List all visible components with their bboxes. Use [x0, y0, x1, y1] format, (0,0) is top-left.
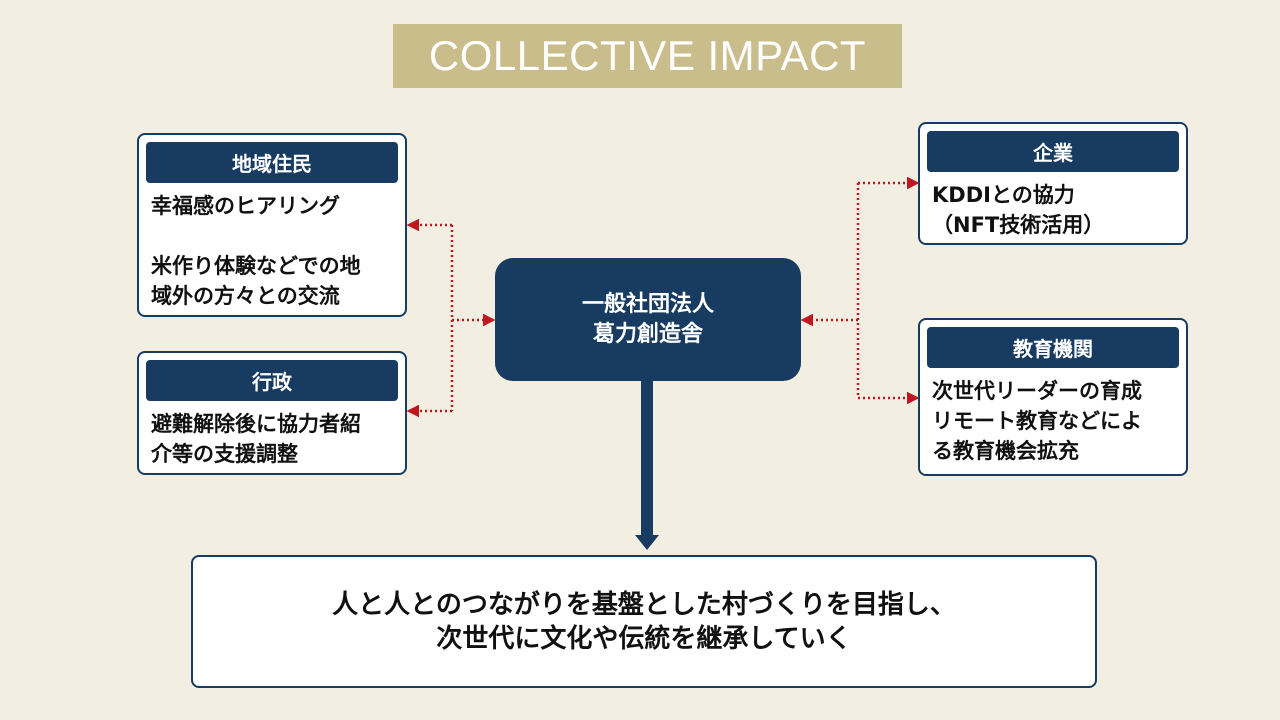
education-header: 教育機関: [927, 327, 1179, 368]
center-line-1: 一般社団法人: [581, 291, 714, 317]
company-line-2: （NFT技術活用）: [932, 213, 1105, 237]
education-line-3: る教育機会拡充: [932, 439, 1079, 463]
education-box: 教育機関 次世代リーダーの育成 リモート教育などによ る教育機会拡充: [918, 318, 1188, 476]
education-body: 次世代リーダーの育成 リモート教育などによ る教育機会拡充: [932, 376, 1180, 466]
goal-line-1: 人と人とのつながりを基盤とした村づくりを目指し、: [332, 589, 956, 620]
center-organization: 一般社団法人 葛力創造舎: [495, 258, 801, 381]
residents-line-1: 幸福感のヒアリング: [151, 194, 340, 218]
company-box: 企業 KDDIとの協力 （NFT技術活用）: [918, 122, 1188, 245]
goal-box: 人と人とのつながりを基盤とした村づくりを目指し、 次世代に文化や伝統を継承してい…: [191, 555, 1097, 688]
residents-header: 地域住民: [146, 142, 398, 183]
company-header: 企業: [927, 131, 1179, 172]
government-box: 行政 避難解除後に協力者紹 介等の支援調整: [137, 351, 407, 475]
company-line-1: KDDIとの協力: [932, 183, 1075, 207]
government-body: 避難解除後に協力者紹 介等の支援調整: [151, 409, 399, 469]
government-header: 行政: [146, 360, 398, 401]
residents-line-3: 域外の方々との交流: [151, 284, 340, 308]
residents-box: 地域住民 幸福感のヒアリング 米作り体験などでの地 域外の方々との交流: [137, 133, 407, 317]
government-line-1: 避難解除後に協力者紹: [151, 412, 361, 436]
down-arrow-icon: [635, 381, 659, 550]
goal-line-2: 次世代に文化や伝統を継承していく: [436, 623, 852, 654]
government-line-2: 介等の支援調整: [151, 442, 298, 466]
diagram-title: COLLECTIVE IMPACT: [393, 24, 902, 88]
residents-body: 幸福感のヒアリング 米作り体験などでの地 域外の方々との交流: [151, 191, 399, 311]
center-line-2: 葛力創造舎: [592, 321, 703, 347]
company-body: KDDIとの協力 （NFT技術活用）: [932, 180, 1180, 240]
residents-line-2: 米作り体験などでの地: [151, 254, 361, 278]
education-line-2: リモート教育などによ: [932, 409, 1142, 433]
education-line-1: 次世代リーダーの育成: [932, 379, 1142, 403]
